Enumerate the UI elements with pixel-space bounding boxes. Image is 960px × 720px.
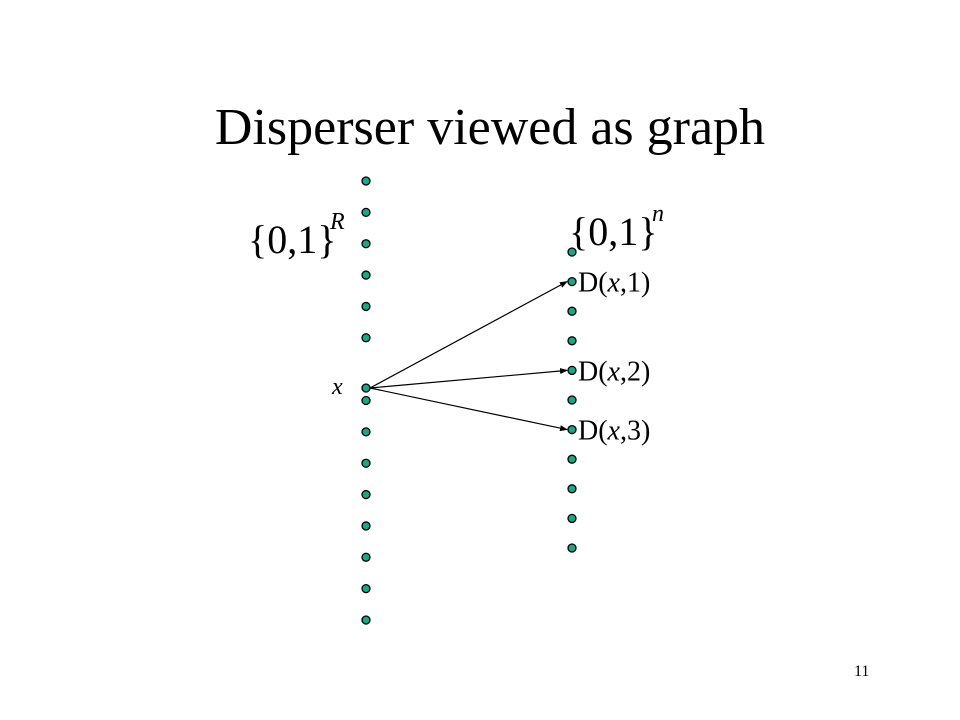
right-vertex	[567, 276, 577, 287]
left-vertex-column	[361, 176, 371, 625]
left-vertex	[361, 489, 371, 500]
slide-title: Disperser viewed as graph	[0, 98, 960, 158]
source-vertex-label: x	[331, 374, 343, 400]
right-vertex-column	[567, 247, 577, 553]
left-vertex	[361, 270, 371, 280]
left-vertex	[361, 458, 371, 468]
right-set-label: {0,1}	[569, 209, 657, 254]
right-vertex	[567, 395, 577, 405]
left-vertex	[361, 333, 371, 343]
slide-title-text: Disperser viewed as graph	[214, 99, 766, 156]
left-vertex	[361, 583, 371, 594]
edges-layer	[369, 281, 568, 432]
left-vertex	[361, 176, 371, 186]
page-number: 11	[854, 663, 870, 680]
right-vertex	[567, 336, 577, 346]
edge-arrow-3	[369, 387, 568, 432]
left-set-label: {0,1}	[248, 217, 336, 262]
left-vertex	[361, 207, 371, 218]
right-vertex	[567, 484, 577, 494]
right-vertex	[567, 424, 577, 435]
right-vertex	[567, 247, 577, 257]
right-vertex	[567, 513, 577, 524]
edge-label-1: D(x,1)	[578, 268, 650, 299]
edge-labels: D(x,1) D(x,2) D(x,3)	[578, 268, 650, 447]
left-vertex	[361, 395, 371, 406]
edge-label-2: D(x,2)	[578, 356, 650, 387]
edge-label-3: D(x,3)	[578, 416, 650, 447]
left-vertex	[361, 427, 371, 437]
right-vertex	[567, 454, 577, 464]
right-vertex	[567, 543, 577, 553]
right-set-exponent: n	[652, 201, 664, 227]
left-vertex	[361, 552, 371, 562]
left-vertex	[361, 239, 371, 249]
edge-arrow-1	[369, 281, 568, 389]
source-vertex	[361, 383, 371, 393]
left-vertex	[361, 615, 371, 625]
right-vertex	[567, 306, 577, 316]
edge-arrow-2	[369, 368, 568, 389]
right-vertex	[567, 365, 577, 376]
left-vertex	[361, 301, 371, 312]
left-vertex	[361, 521, 371, 531]
left-set-exponent: R	[329, 209, 345, 235]
